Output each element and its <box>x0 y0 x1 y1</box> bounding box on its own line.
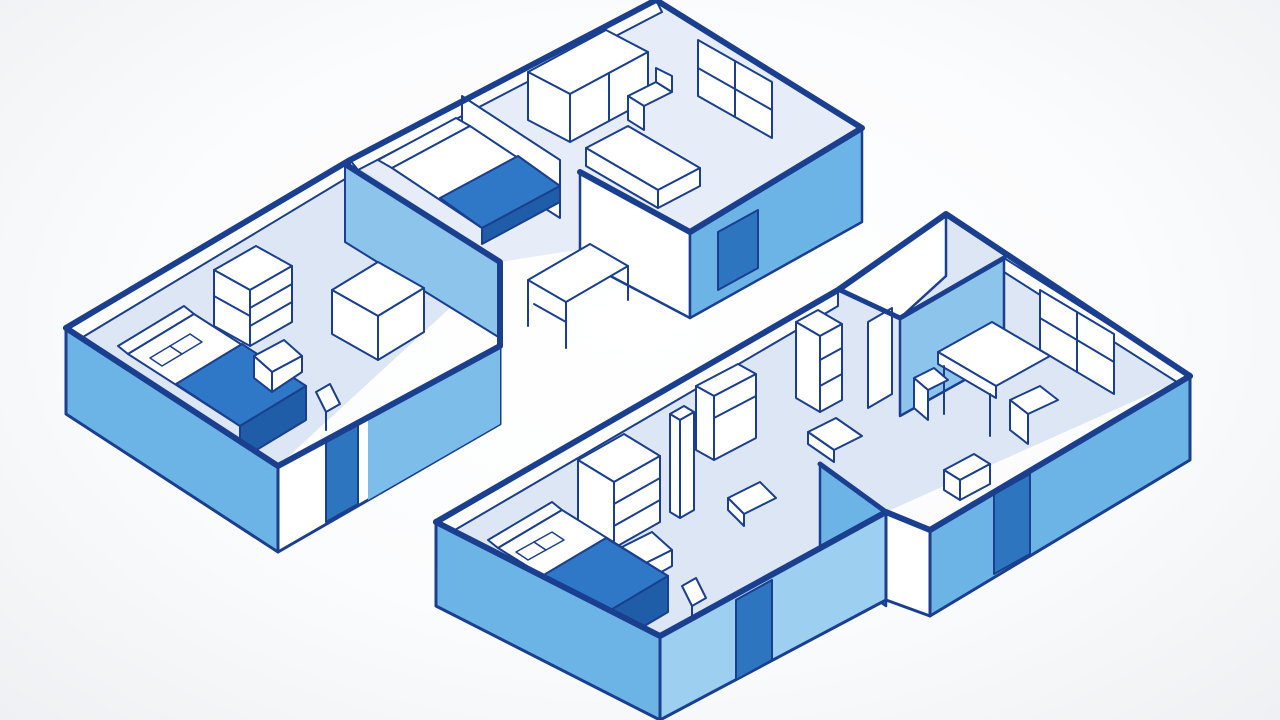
unit1-armchair <box>253 339 303 393</box>
unit2-swivel-chair <box>807 417 863 463</box>
unit1-chair-left <box>315 383 341 431</box>
unit2-door-front <box>735 579 773 681</box>
unit2-bath-door-frame <box>867 307 893 409</box>
unit1-desk <box>585 125 701 209</box>
unit2-wall-top-outline-inner <box>817 461 889 515</box>
unit2-window <box>1039 289 1115 395</box>
unit1-wall-front-right-blue <box>368 346 500 500</box>
unit1-cabinet <box>331 261 425 361</box>
unit2-wall-top-outline-back <box>433 211 1193 525</box>
unit2-tall-cabinet <box>795 309 843 413</box>
unit1-chair-right <box>627 67 673 131</box>
unit1-wardrobe <box>527 29 649 143</box>
unit1-bed-middle <box>377 117 561 245</box>
apartment-unit-1 <box>63 0 865 554</box>
unit1-window <box>697 39 773 139</box>
unit1-wall-top-outline <box>63 0 659 331</box>
unit1-wall-top-outline-right <box>577 0 865 235</box>
unit2-lounge-chair <box>727 481 777 527</box>
unit2-bookcase <box>695 363 757 461</box>
unit1-side-table <box>527 243 629 349</box>
unit2-kitchen-chair-2 <box>1009 385 1059 445</box>
unit1-dresser <box>213 245 293 347</box>
unit1-wall-top-outline-front <box>63 161 503 469</box>
unit2-kitchen-chair-1 <box>913 367 949 421</box>
apartment-unit-2 <box>433 211 1193 720</box>
unit2-kitchen-table <box>937 321 1051 437</box>
unit2-kitchen-cabinet <box>943 453 991 501</box>
unit2-tall-shelf <box>669 405 695 519</box>
unit1-door-right <box>717 209 759 291</box>
unit1-bed-left <box>117 305 307 461</box>
unit2-wall-top-outline-bath <box>837 255 1007 321</box>
